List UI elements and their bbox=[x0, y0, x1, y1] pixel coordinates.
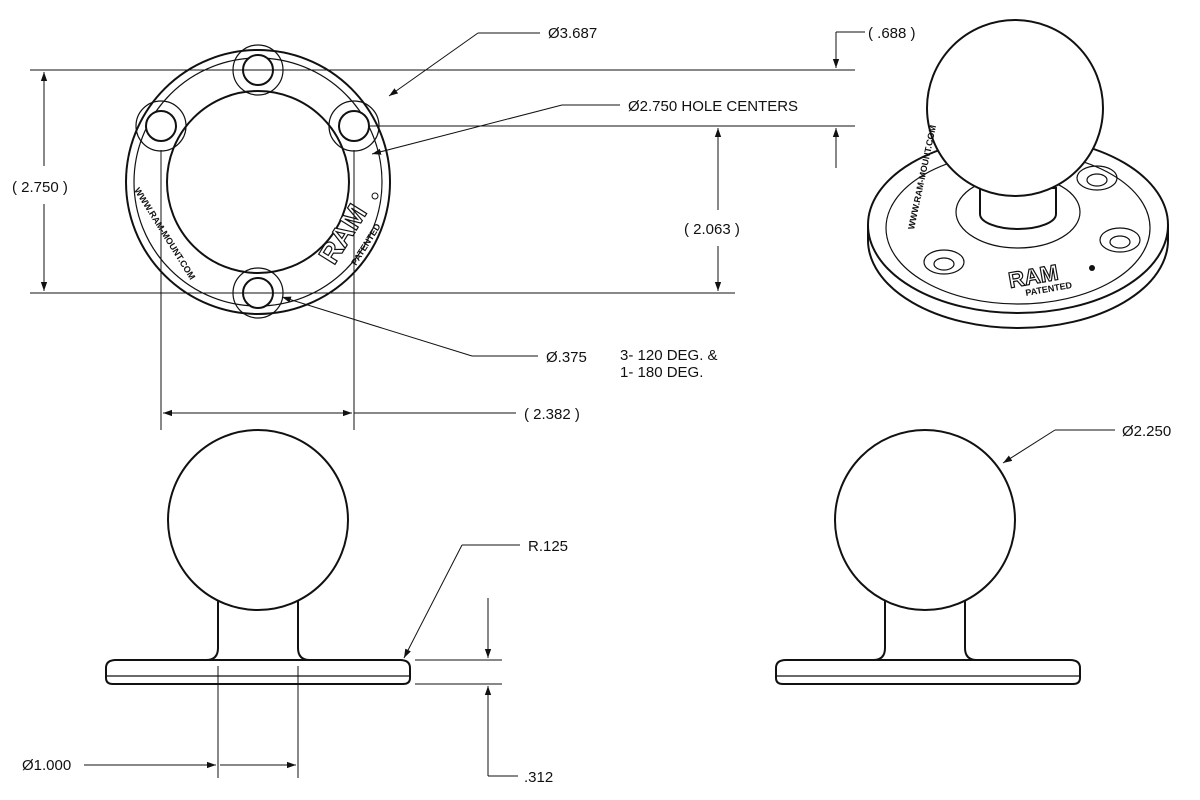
dimension-base-thickness: .312 bbox=[524, 769, 553, 786]
front-view: R.125 .312 Ø1.000 bbox=[22, 429, 568, 786]
dimension-2750: ( 2.750 ) bbox=[12, 179, 68, 196]
side-ball bbox=[834, 429, 1016, 611]
registered-mark-top bbox=[371, 192, 379, 200]
dimension-overall-diameter: Ø3.687 bbox=[548, 25, 597, 42]
hole-pattern-line1: 3- 120 DEG. & bbox=[620, 347, 718, 364]
hole-pattern-line2: 1- 180 DEG. bbox=[620, 364, 703, 381]
dimension-688: ( .688 ) bbox=[868, 25, 916, 42]
dimension-neck-diameter: Ø1.000 bbox=[22, 757, 71, 774]
dimension-ball-diameter: Ø2.250 bbox=[1122, 423, 1171, 440]
dimension-2063: ( 2.063 ) bbox=[684, 221, 740, 238]
dimension-hole-centers: Ø2.750 HOLE CENTERS bbox=[628, 98, 798, 115]
front-ball bbox=[167, 429, 349, 611]
side-view: Ø2.250 bbox=[775, 423, 1171, 685]
top-view-dimensions: ( 2.750 ) ( 2.063 ) ( .688 ) Ø3.687 Ø2.7… bbox=[12, 25, 916, 430]
dimension-hole-diameter: Ø.375 bbox=[546, 349, 587, 366]
dimension-radius: R.125 bbox=[528, 538, 568, 555]
dimension-2382: ( 2.382 ) bbox=[524, 406, 580, 423]
isometric-view: RAM PATENTED WWW.RAM-MOUNT.COM bbox=[867, 19, 1169, 329]
iso-ball bbox=[926, 19, 1104, 197]
top-view: RAM PATENTED WWW.RAM-MOUNT.COM bbox=[125, 44, 391, 319]
